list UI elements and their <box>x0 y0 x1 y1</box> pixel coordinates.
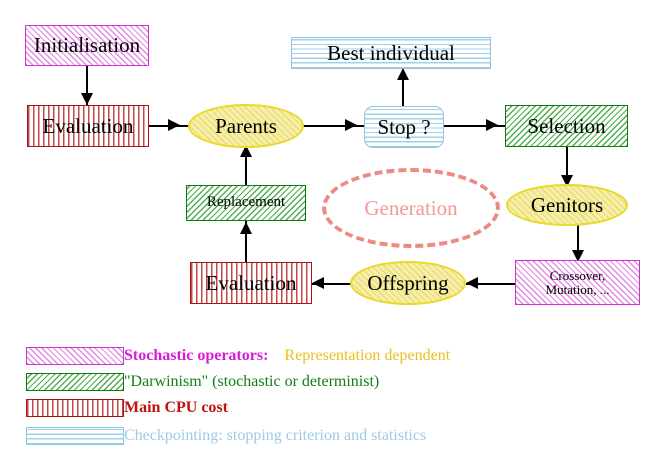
node-selection[interactable]: Selection <box>505 105 628 147</box>
edge-parents-to-stop <box>303 125 365 127</box>
legend-swatch-red-vertical-lines <box>26 399 124 417</box>
node-generation: Generation <box>322 168 500 248</box>
legend-swatch-blue-horizontal-lines <box>26 427 124 445</box>
arrowhead-stop-to-best-individual <box>397 68 409 80</box>
arrowhead-initialisation-to-evaluation <box>81 93 93 105</box>
node-stop[interactable]: Stop ? <box>364 106 444 148</box>
node-best-individual-label: Best individual <box>327 40 455 65</box>
arrowhead-replacement-to-parents <box>240 145 252 157</box>
node-best-individual[interactable]: Best individual <box>291 37 491 69</box>
legend-label-darwinism: "Darwinism" (stochastic or determinist) <box>124 370 379 394</box>
node-replacement[interactable]: Replacement <box>186 185 306 221</box>
node-evaluation-top[interactable]: Evaluation <box>27 105 149 147</box>
node-parents[interactable]: Parents <box>188 104 304 148</box>
legend-label-checkpointing: Checkpointing: stopping criterion and st… <box>124 424 426 448</box>
node-offspring-label: Offspring <box>367 270 449 295</box>
edge-evaluation-to-replacement <box>245 220 247 264</box>
node-parents-label: Parents <box>215 113 277 138</box>
legend-text-representation-dependent: Representation dependent <box>284 347 451 364</box>
node-operators-label-line2: Mutation, ... <box>545 281 610 297</box>
node-operators[interactable]: Crossover, Mutation, ... <box>515 260 640 305</box>
legend-text-main-cpu-cost: Main CPU cost <box>124 399 228 416</box>
legend-swatch-magenta-diagonal-hatch <box>26 347 124 365</box>
node-selection-label: Selection <box>527 113 606 138</box>
edge-selection-to-genitors <box>566 147 568 187</box>
node-evaluation-top-label: Evaluation <box>42 113 134 138</box>
legend-text-checkpointing: Checkpointing: stopping criterion and st… <box>124 427 427 444</box>
legend-row-darwinism: "Darwinism" (stochastic or determinist) <box>0 370 662 396</box>
arrowhead-evaluation-to-replacement <box>240 222 252 234</box>
node-genitors-label: Genitors <box>530 192 604 217</box>
arrowhead-stop-to-selection <box>486 119 498 131</box>
node-offspring[interactable]: Offspring <box>350 261 466 305</box>
node-evaluation-bottom-label: Evaluation <box>205 270 297 295</box>
edge-genitors-to-operators <box>577 224 579 262</box>
arrowhead-operators-to-offspring <box>466 277 478 289</box>
legend-row-stochastic-operators: Stochastic operators: Representation dep… <box>0 344 662 370</box>
node-genitors[interactable]: Genitors <box>506 184 628 226</box>
node-replacement-label: Replacement <box>206 194 286 211</box>
edge-offspring-to-evaluation <box>312 283 352 285</box>
edge-stop-to-selection <box>443 125 506 127</box>
legend-label-main-cpu-cost: Main CPU cost <box>124 396 228 420</box>
node-operators-label-line1: Crossover, <box>549 267 606 283</box>
legend-row-main-cpu-cost: Main CPU cost <box>0 396 662 422</box>
legend-row-checkpointing: Checkpointing: stopping criterion and st… <box>0 424 662 450</box>
node-initialisation-label: Initialisation <box>33 33 141 58</box>
arrowhead-genitors-to-operators <box>572 250 584 262</box>
legend-text-darwinism: "Darwinism" (stochastic or determinist) <box>124 373 380 390</box>
node-initialisation[interactable]: Initialisation <box>25 25 149 66</box>
edge-initialisation-to-evaluation <box>86 65 88 105</box>
arrowhead-evaluation-to-parents <box>168 119 180 131</box>
arrowhead-parents-to-stop <box>345 119 357 131</box>
edge-stop-to-best-individual <box>402 68 404 108</box>
edge-operators-to-offspring <box>466 283 515 285</box>
edge-replacement-to-parents <box>245 144 247 186</box>
node-evaluation-bottom[interactable]: Evaluation <box>190 262 312 304</box>
node-stop-label: Stop ? <box>377 114 431 139</box>
legend-text-stochastic-operators: Stochastic operators: <box>124 347 269 364</box>
legend-label-stochastic-operators: Stochastic operators: Representation dep… <box>124 344 450 368</box>
node-generation-label: Generation <box>364 195 458 220</box>
legend-swatch-green-diagonal-hatch <box>26 373 124 391</box>
arrowhead-offspring-to-evaluation <box>312 277 324 289</box>
